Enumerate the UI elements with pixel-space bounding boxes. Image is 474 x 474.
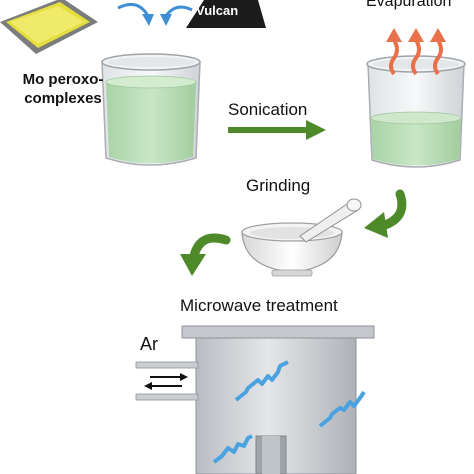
label-mo-peroxo-line2: complexes	[24, 90, 102, 107]
sonication-arrow	[228, 120, 326, 140]
blue-arrow-to-beaker	[117, 2, 154, 26]
ar-gas-pipes	[135, 361, 199, 401]
mo-peroxo-tray	[0, 0, 98, 54]
green-arrow-to-mortar	[364, 189, 407, 238]
blue-arrow-from-vulcan	[160, 5, 193, 26]
label-ar: Ar	[140, 334, 158, 354]
microwave-waves	[212, 360, 366, 464]
vulcan-pile	[186, 0, 266, 28]
label-mo-peroxo-line1: Mo peroxo-	[22, 71, 104, 88]
label-microwave-treatment: Microwave treatment	[180, 296, 338, 315]
beaker-with-solution	[101, 53, 201, 166]
label-grinding: Grinding	[246, 176, 311, 195]
green-arrow-to-microwave	[180, 233, 231, 276]
microwave-vessel	[181, 325, 375, 474]
steam-arrows	[386, 28, 446, 76]
label-mo-peroxo-complexes: Mo peroxo-complexes	[8, 70, 118, 108]
mortar-and-pestle	[241, 198, 362, 277]
label-sonication: Sonication	[228, 100, 308, 119]
label-evaporation: Evapuration	[366, 0, 452, 10]
label-vulcan: Vulcan	[196, 3, 239, 18]
